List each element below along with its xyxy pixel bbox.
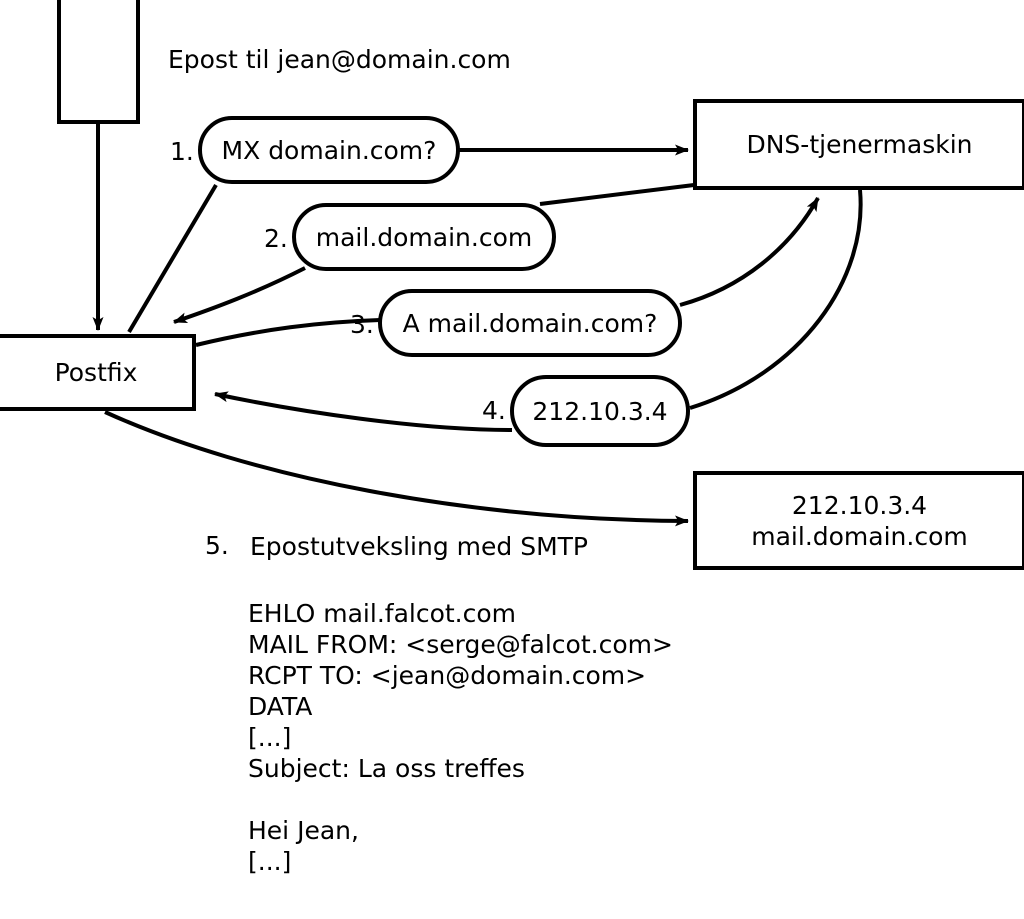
email-title-text: Epost til jean@domain.com bbox=[168, 45, 511, 74]
smtp-transcript-line: . bbox=[248, 908, 673, 919]
smtp-transcript-line: Subject: La oss treffes bbox=[248, 754, 525, 783]
edge-postfix-to-step1 bbox=[127, 183, 218, 334]
smtp-transcript-line: RCPT TO: <jean@domain.com> bbox=[248, 661, 647, 690]
step-3-number: 3. bbox=[350, 310, 374, 339]
step-5-label: Epostutveksling med SMTP bbox=[250, 532, 589, 561]
smtp-transcript-line bbox=[248, 784, 673, 815]
edge-step3-to-dns bbox=[679, 197, 820, 307]
smtp-transcript-line: EHLO mail.falcot.com bbox=[248, 599, 517, 628]
edge-step2-to-postfix bbox=[173, 266, 306, 324]
step-3-pill[interactable]: A mail.domain.com? bbox=[378, 289, 682, 357]
step-2-pill[interactable]: mail.domain.com bbox=[292, 203, 556, 271]
dns-server-box[interactable]: DNS-tjenermaskin bbox=[693, 99, 1024, 190]
mail-server-ip-label: 212.10.3.4 bbox=[791, 490, 928, 520]
step-4-label: 212.10.3.4 bbox=[532, 396, 668, 426]
smtp-transcript-line: [...] bbox=[248, 847, 292, 876]
postfix-box[interactable]: Postfix bbox=[0, 334, 196, 411]
dns-server-box-label: DNS-tjenermaskin bbox=[746, 130, 973, 159]
step-4-pill[interactable]: 212.10.3.4 bbox=[510, 375, 690, 447]
smtp-transcript-line: Hei Jean, bbox=[248, 816, 359, 845]
smtp-transcript-line: DATA bbox=[248, 692, 313, 721]
client-box[interactable] bbox=[57, 0, 140, 124]
mail-server-box[interactable]: 212.10.3.4 mail.domain.com bbox=[693, 471, 1024, 570]
postfix-box-label: Postfix bbox=[54, 358, 138, 387]
step-1-label: MX domain.com? bbox=[221, 135, 437, 165]
edge-dns-to-step4 bbox=[689, 189, 863, 410]
mail-server-hostname-label: mail.domain.com bbox=[751, 521, 968, 551]
step-2-label: mail.domain.com bbox=[315, 222, 533, 252]
step-1-number: 1. bbox=[170, 137, 194, 166]
edge-step4-to-postfix bbox=[214, 391, 513, 432]
smtp-transcript-line: MAIL FROM: <serge@falcot.com> bbox=[248, 630, 673, 659]
step-2-number: 2. bbox=[264, 224, 288, 253]
edge-dns-to-step2 bbox=[539, 183, 695, 206]
step-4-number: 4. bbox=[482, 396, 506, 425]
smtp-transcript-line bbox=[248, 877, 673, 908]
smtp-transcript-line: [...] bbox=[248, 723, 292, 752]
step-1-pill[interactable]: MX domain.com? bbox=[198, 116, 460, 184]
step-5-number: 5. bbox=[205, 531, 229, 560]
step-3-label: A mail.domain.com? bbox=[402, 308, 658, 338]
